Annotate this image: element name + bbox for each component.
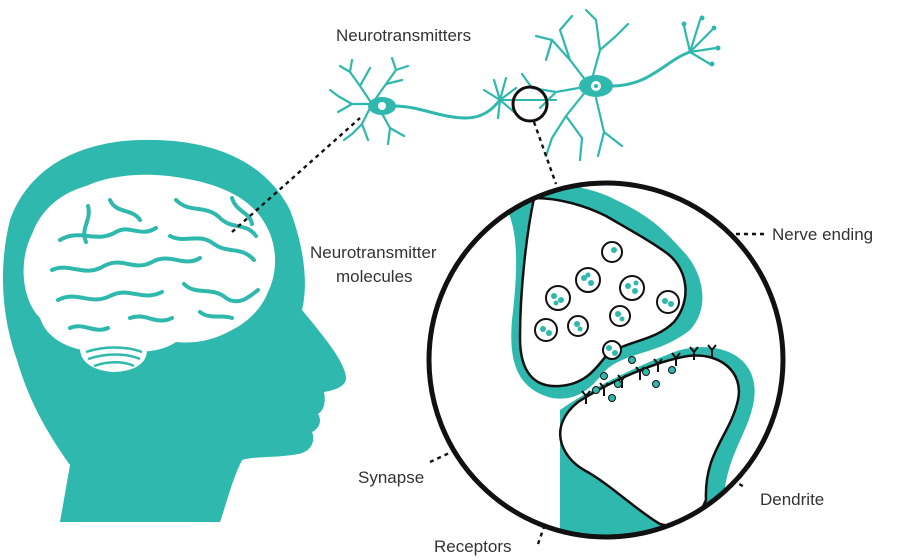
synapse-magnifier	[429, 183, 783, 540]
label-neurotransmitters: Neurotransmitters	[336, 26, 471, 45]
label-dendrite: Dendrite	[760, 490, 824, 509]
label-receptors: Receptors	[434, 537, 511, 556]
label-nt-molecules-2: molecules	[336, 267, 413, 286]
label-synapse: Synapse	[358, 468, 424, 487]
zoom-marker-circle	[513, 87, 547, 121]
label-nt-molecules-1: Neurotransmitter	[310, 243, 437, 262]
label-nerve-ending: Nerve ending	[772, 225, 873, 244]
